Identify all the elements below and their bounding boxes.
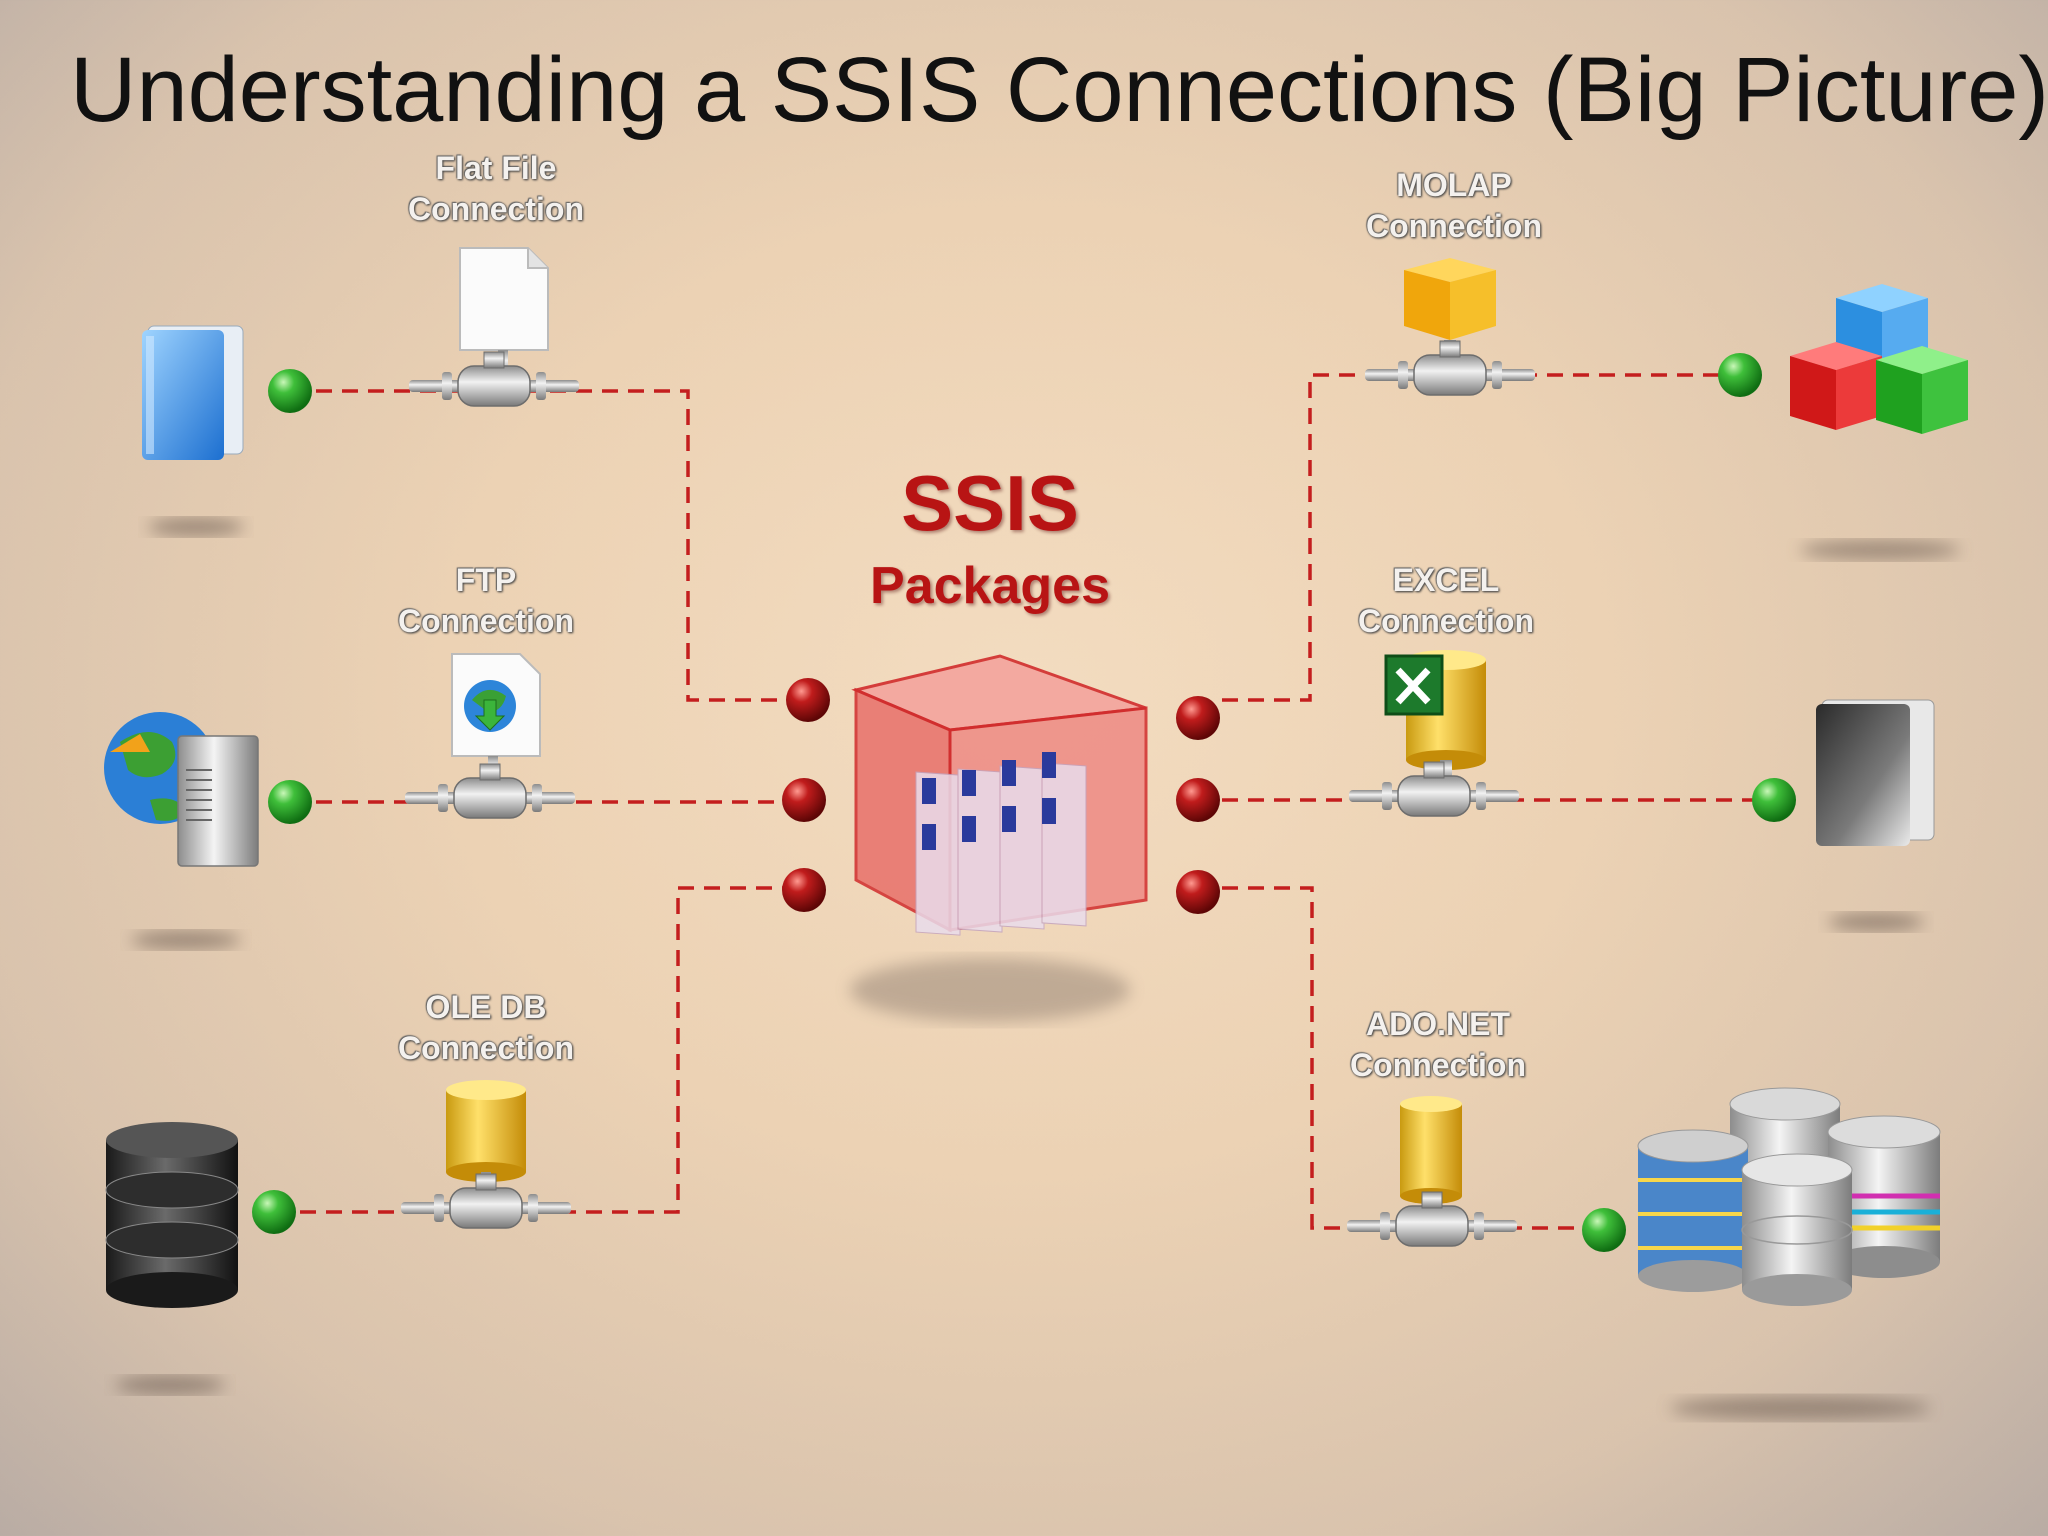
cylinder-icon bbox=[446, 1080, 526, 1194]
ole-db-valve-icon bbox=[400, 1173, 572, 1229]
folder-blue-icon bbox=[142, 325, 244, 536]
ftp-label-line1: FTP bbox=[455, 562, 517, 598]
cylinder-icon-ado bbox=[1400, 1096, 1462, 1218]
ftp-file-icon bbox=[451, 653, 541, 780]
ole-db-label-line2: Connection bbox=[398, 1030, 574, 1066]
ole-db-line bbox=[274, 886, 800, 1214]
ole-db-label-line1: OLE DB bbox=[425, 989, 547, 1025]
ado-net-label-line2: Connection bbox=[1350, 1047, 1526, 1083]
flat-file-line bbox=[290, 389, 800, 702]
page-title: Understanding a SSIS Connections (Big Pi… bbox=[70, 39, 2048, 141]
ssis-title: SSIS bbox=[901, 459, 1079, 547]
ftp-source-dot bbox=[268, 780, 312, 824]
excel-label-line1: EXCEL bbox=[1392, 562, 1500, 598]
ado-net-valve-icon bbox=[1346, 1191, 1518, 1247]
molap-target-dot bbox=[1718, 353, 1762, 397]
ado-net-label-line1: ADO.NET bbox=[1366, 1006, 1510, 1042]
package-cube-icon bbox=[850, 654, 1148, 1022]
molap-valve-icon bbox=[1364, 340, 1536, 396]
ftp-connection-label: FTP Connection bbox=[356, 560, 616, 642]
package-output-dot-2 bbox=[1176, 778, 1220, 822]
database-black-icon bbox=[105, 1122, 239, 1394]
molap-label-line2: Connection bbox=[1366, 208, 1542, 244]
flat-file-source-dot bbox=[268, 369, 312, 413]
flat-file-valve-icon bbox=[408, 351, 580, 407]
package-input-dot-2 bbox=[782, 778, 826, 822]
cube-icon bbox=[1404, 258, 1496, 362]
flat-file-label-line2: Connection bbox=[408, 191, 584, 227]
ftp-valve-icon bbox=[404, 763, 576, 819]
molap-connection-label: MOLAP Connection bbox=[1324, 165, 1584, 247]
package-input-dot-1 bbox=[786, 678, 830, 722]
excel-connection-label: EXCEL Connection bbox=[1316, 560, 1576, 642]
globe-server-icon bbox=[104, 712, 259, 949]
database-stack-icon bbox=[1637, 1087, 1941, 1420]
folder-dark-icon bbox=[1816, 699, 1935, 931]
ftp-label-line2: Connection bbox=[398, 603, 574, 639]
package-output-dot-1 bbox=[1176, 696, 1220, 740]
excel-valve-icon bbox=[1348, 761, 1520, 817]
ssis-subtitle: Packages bbox=[870, 557, 1110, 615]
molap-label-line1: MOLAP bbox=[1396, 167, 1512, 203]
ado-net-connection-label: ADO.NET Connection bbox=[1308, 1004, 1568, 1086]
package-input-dot-3 bbox=[782, 868, 826, 912]
ole-db-source-dot bbox=[252, 1190, 296, 1234]
ado-net-target-dot bbox=[1582, 1208, 1626, 1252]
cubes-icon bbox=[1790, 284, 1968, 560]
excel-target-dot bbox=[1752, 778, 1796, 822]
flat-file-label-line1: Flat File bbox=[435, 150, 557, 186]
ole-db-connection-label: OLE DB Connection bbox=[356, 987, 616, 1069]
excel-label-line2: Connection bbox=[1358, 603, 1534, 639]
molap-line bbox=[1222, 373, 1738, 702]
package-output-dot-3 bbox=[1176, 870, 1220, 914]
excel-icon bbox=[1384, 650, 1486, 780]
flat-file-connection-label: Flat File Connection bbox=[366, 148, 626, 230]
